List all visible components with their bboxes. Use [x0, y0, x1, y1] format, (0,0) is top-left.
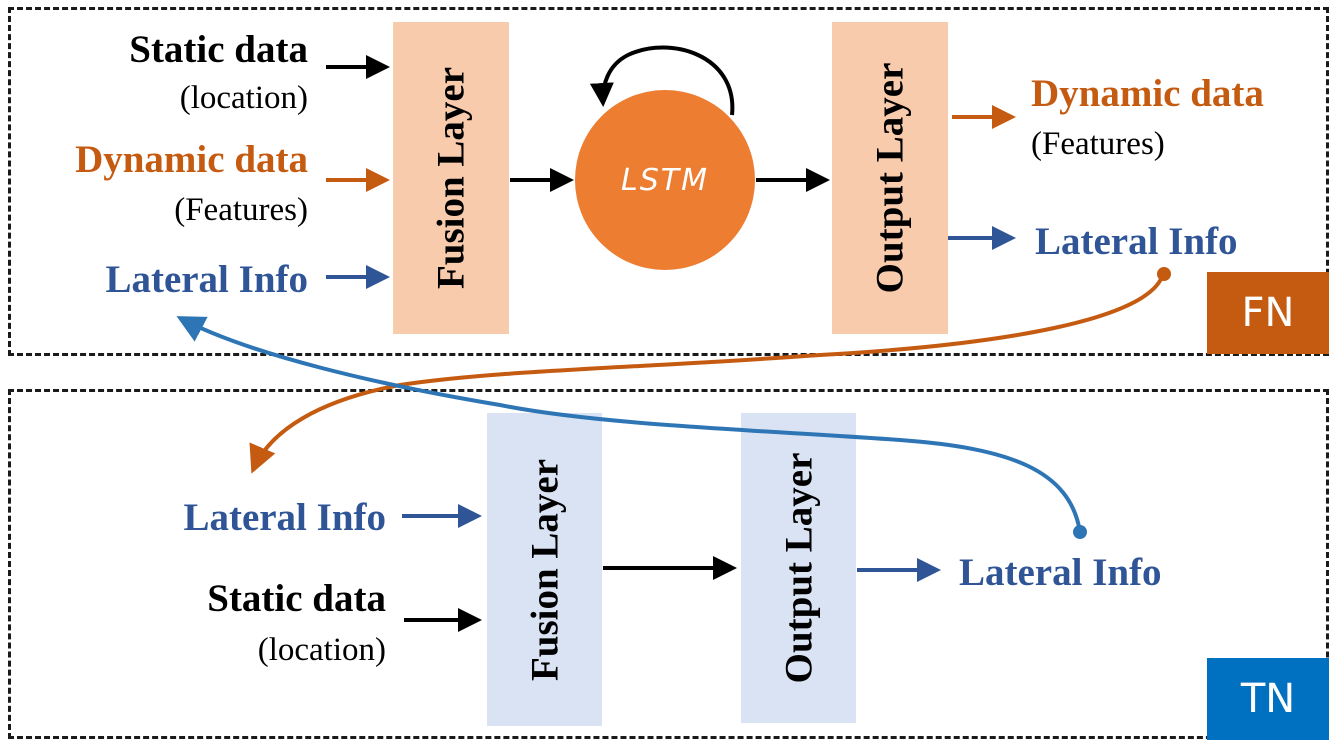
fn-fusion-layer: Fusion Layer [393, 22, 509, 334]
tn-fusion-layer: Fusion Layer [487, 413, 602, 726]
fn-static-data-sub: (location) [179, 80, 308, 116]
fn-static-data-title: Static data [129, 28, 308, 71]
fn-lateral-source-dot [1157, 267, 1171, 281]
lstm-recurrent-arrow [589, 45, 735, 116]
fn-dynamic-data-title: Dynamic data [75, 138, 308, 181]
tn-panel [8, 389, 1329, 739]
tn-badge-label: TN [1240, 676, 1296, 722]
tn-lateral-source-dot [1073, 525, 1087, 539]
lstm-label: LSTM [621, 162, 709, 198]
fn-to-tn-lateral-curve [249, 273, 1165, 474]
fn-lateral-info-out: Lateral Info [1035, 220, 1238, 263]
tn-to-fn-lateral-curve [176, 316, 1082, 533]
tn-output-layer: Output Layer [741, 413, 856, 723]
lstm-node: LSTM [575, 90, 755, 270]
fn-badge: FN [1207, 272, 1329, 354]
fn-output-layer: Output Layer [832, 22, 948, 334]
fn-badge-label: FN [1241, 290, 1295, 336]
tn-lateral-info-out: Lateral Info [959, 551, 1162, 594]
fn-dynamic-data-sub: (Features) [174, 192, 308, 228]
fn-panel [8, 7, 1329, 356]
tn-static-data-sub: (location) [257, 632, 386, 668]
fn-lateral-info-in: Lateral Info [105, 258, 308, 301]
fn-dynamic-data-out-title: Dynamic data [1031, 72, 1264, 115]
tn-badge: TN [1207, 658, 1329, 740]
tn-lateral-info-in: Lateral Info [183, 496, 386, 539]
fn-dynamic-data-out-sub: (Features) [1031, 126, 1165, 162]
tn-static-data-title: Static data [207, 577, 386, 620]
